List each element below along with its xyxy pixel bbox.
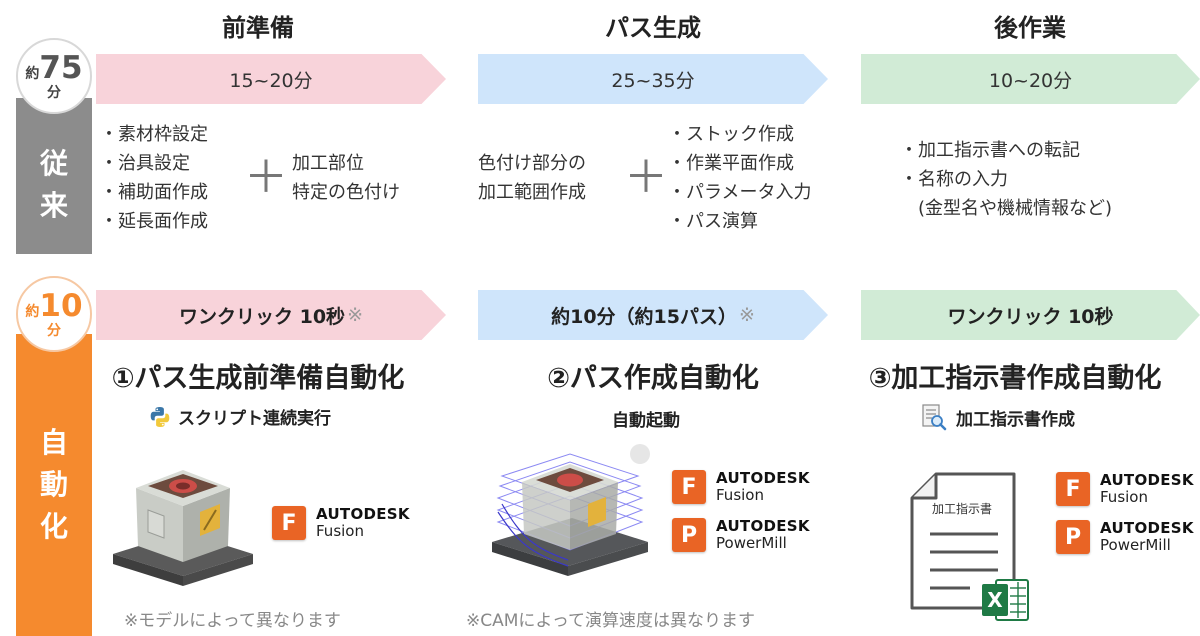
list-item: パス演算 bbox=[668, 207, 811, 236]
logo-product: PowerMill bbox=[716, 534, 787, 552]
script-subtitle: スクリプト連続実行 bbox=[148, 404, 331, 429]
logo-brand: AUTODESK bbox=[1100, 471, 1194, 489]
path-intro-line: 色付け部分の bbox=[478, 153, 586, 174]
mold-model-image bbox=[108, 450, 258, 590]
list-item: パラメータ入力 bbox=[668, 178, 811, 207]
post-auto-text: ワンクリック 10秒 bbox=[947, 305, 1114, 328]
logo-product: Fusion bbox=[716, 486, 764, 504]
column-header-prep: 前準備 bbox=[222, 14, 294, 42]
badge-unit: 分 bbox=[47, 84, 61, 101]
path-auto-arrow: 約10分（約15パス）※ bbox=[478, 290, 828, 340]
logo-product: PowerMill bbox=[1100, 536, 1171, 554]
list-item: 治具設定 bbox=[100, 149, 208, 178]
list-item: 素材枠設定 bbox=[100, 120, 208, 149]
fusion-logo-icon: F bbox=[672, 470, 706, 504]
automation-title-2: ②パス作成自動化 bbox=[547, 363, 759, 394]
badge-number: 10 bbox=[39, 287, 83, 324]
conventional-label-1: 従 bbox=[39, 147, 68, 180]
toolpath-model-image bbox=[488, 442, 654, 584]
post-task-note: (金型名や機械情報など) bbox=[918, 198, 1113, 219]
conventional-side-bar: 従 来 bbox=[16, 98, 92, 254]
list-item: ストック作成 bbox=[668, 120, 811, 149]
footnote-2: ※CAMによって演算速度は異なります bbox=[466, 611, 756, 631]
fusion-logo: F AUTODESK Fusion bbox=[1056, 472, 1194, 506]
plus-sign: ＋ bbox=[624, 152, 668, 203]
logo-brand: AUTODESK bbox=[1100, 519, 1194, 537]
automated-label-1: 自 bbox=[39, 426, 68, 459]
automation-title-3: ③加工指示書作成自動化 bbox=[868, 363, 1162, 394]
automation-title-1: ①パス生成前準備自動化 bbox=[111, 363, 405, 394]
fusion-logo-icon: F bbox=[1056, 472, 1090, 506]
instruction-document-image: 加工指示書 X bbox=[910, 472, 1044, 628]
plus-sign: ＋ bbox=[244, 152, 288, 203]
instruction-subtitle: 加工指示書作成 bbox=[920, 403, 1075, 431]
path-intro-line: 加工範囲作成 bbox=[478, 182, 586, 203]
powermill-logo-icon: P bbox=[672, 518, 706, 552]
badge-prefix: 約 bbox=[25, 303, 40, 320]
prep-time-text: 15~20分 bbox=[229, 69, 313, 92]
prep-extra-line: 特定の色付け bbox=[292, 182, 400, 203]
path-auto-text: 約10分（約15パス） bbox=[551, 305, 737, 328]
list-item: 加工指示書への転記 bbox=[900, 136, 1080, 165]
footnote-mark: ※ bbox=[347, 304, 363, 326]
logo-brand: AUTODESK bbox=[716, 517, 810, 535]
post-auto-arrow: ワンクリック 10秒 bbox=[861, 290, 1200, 340]
powermill-logo-icon: P bbox=[1056, 520, 1090, 554]
logo-product: Fusion bbox=[1100, 488, 1148, 506]
prep-auto-arrow: ワンクリック 10秒※ bbox=[96, 290, 446, 340]
python-icon bbox=[148, 405, 172, 429]
badge-unit: 分 bbox=[47, 322, 61, 339]
path-intro-task: 色付け部分の 加工範囲作成 bbox=[478, 149, 586, 207]
subtitle-3: 加工指示書作成 bbox=[956, 409, 1075, 430]
list-item: 名称の入力 bbox=[900, 165, 1080, 194]
subtitle-2: 自動起動 bbox=[612, 411, 680, 431]
prep-extra-line: 加工部位 bbox=[292, 153, 364, 174]
prep-time-arrow: 15~20分 bbox=[96, 54, 446, 104]
badge-prefix: 約 bbox=[25, 65, 40, 82]
fusion-logo: F AUTODESK Fusion bbox=[672, 470, 810, 504]
path-time-text: 25~35分 bbox=[611, 69, 695, 92]
subtitle-1: スクリプト連続実行 bbox=[178, 409, 331, 429]
logo-brand: AUTODESK bbox=[716, 469, 810, 487]
column-header-path: パス生成 bbox=[605, 14, 701, 42]
powermill-logo: P AUTODESK PowerMill bbox=[1056, 520, 1194, 554]
column-header-post: 後作業 bbox=[994, 14, 1066, 42]
automated-side-bar: 自 動 化 bbox=[16, 334, 92, 636]
automated-label-3: 化 bbox=[39, 510, 68, 543]
logo-brand: AUTODESK bbox=[316, 505, 410, 523]
badge-number: 75 bbox=[39, 49, 83, 86]
logo-product: Fusion bbox=[316, 522, 364, 540]
document-label: 加工指示書 bbox=[932, 502, 993, 516]
prep-task-list: 素材枠設定 治具設定 補助面作成 延長面作成 bbox=[100, 120, 208, 236]
path-task-list: ストック作成 作業平面作成 パラメータ入力 パス演算 bbox=[668, 120, 811, 236]
list-item: 延長面作成 bbox=[100, 207, 208, 236]
prep-auto-text: ワンクリック 10秒 bbox=[179, 305, 346, 328]
list-item: 補助面作成 bbox=[100, 178, 208, 207]
prep-extra-task: 加工部位 特定の色付け bbox=[292, 149, 400, 207]
document-search-icon bbox=[920, 403, 948, 431]
fusion-logo: F AUTODESK Fusion bbox=[272, 506, 410, 540]
post-task-list: 加工指示書への転記 名称の入力 bbox=[900, 136, 1080, 194]
conventional-time-badge: 約 75 分 bbox=[16, 38, 92, 114]
footnote-1: ※モデルによって異なります bbox=[124, 611, 341, 631]
conventional-label-2: 来 bbox=[39, 189, 68, 222]
excel-icon: X bbox=[980, 576, 1030, 624]
post-time-text: 10~20分 bbox=[988, 69, 1073, 92]
excel-letter: X bbox=[987, 588, 1003, 612]
list-item: 作業平面作成 bbox=[668, 149, 811, 178]
powermill-logo: P AUTODESK PowerMill bbox=[672, 518, 810, 552]
path-time-arrow: 25~35分 bbox=[478, 54, 828, 104]
footnote-mark: ※ bbox=[738, 304, 755, 326]
automated-time-badge: 約 10 分 bbox=[16, 276, 92, 352]
fusion-logo-icon: F bbox=[272, 506, 306, 540]
automated-label-2: 動 bbox=[39, 468, 68, 501]
post-time-arrow: 10~20分 bbox=[861, 54, 1200, 104]
